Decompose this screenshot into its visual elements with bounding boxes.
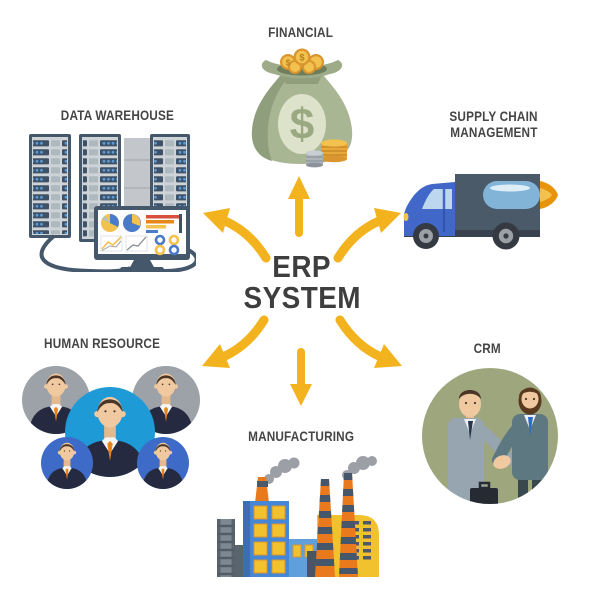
erp-line: ERP <box>272 249 332 284</box>
ladder-tower <box>217 519 235 577</box>
coin-dollar: $ <box>286 59 291 68</box>
delivery-truck-icon <box>403 174 558 250</box>
erp-system-title: ERP SYSTEM <box>192 251 412 313</box>
coin-dollar: $ <box>299 53 304 63</box>
node-data-warehouse: DATA WAREHOUSE <box>24 107 210 277</box>
server-rack-monitor-icon <box>29 134 196 272</box>
dashboard-donut-charts <box>154 234 180 256</box>
coin-stack-silver <box>306 150 323 168</box>
system-line: SYSTEM <box>243 280 361 315</box>
side-block <box>235 545 245 577</box>
arrowhead-up <box>288 176 310 199</box>
team-avatars-icon <box>22 366 200 489</box>
briefcase <box>470 488 498 504</box>
wheel <box>492 222 520 250</box>
small-chimney <box>255 477 269 503</box>
server-tower <box>29 134 71 238</box>
node-crm: CRM <box>402 340 572 510</box>
supply-chain-label: SUPPLY CHAIN MANAGEMENT <box>449 108 539 140</box>
avatar <box>41 437 93 489</box>
node-manufacturing: MANUFACTURING <box>216 428 386 588</box>
arrowhead-down <box>290 384 312 406</box>
coin-stack-gold <box>321 139 347 163</box>
dollar-sign: $ <box>290 100 314 149</box>
arrowhead-down-right <box>374 344 402 368</box>
arrow-down-right <box>335 315 386 362</box>
avatar <box>137 437 189 489</box>
bullet <box>483 181 558 209</box>
arrowhead-down-left <box>202 344 230 368</box>
truck-cab <box>403 182 455 236</box>
node-supply-chain: SUPPLY CHAIN MANAGEMENT <box>403 108 580 258</box>
money-bag-icon: $ $ $ <box>251 48 353 168</box>
businessman-left <box>448 390 514 504</box>
handshake-hands <box>493 455 511 469</box>
striped-chimney <box>315 479 335 577</box>
node-human-resource: HUMAN RESOURCE <box>17 335 200 525</box>
arrow-down-left <box>218 315 269 362</box>
bag-oval <box>278 94 326 154</box>
bag-shadow <box>251 76 288 161</box>
arrowhead-up-right <box>374 208 401 233</box>
human-resource-label: HUMAN RESOURCE <box>43 335 161 351</box>
blue-building <box>243 501 289 577</box>
smoke <box>264 456 377 484</box>
striped-chimney <box>339 473 358 577</box>
coins-on-top: $ $ <box>280 48 324 74</box>
manufacturing-label: MANUFACTURING <box>247 428 355 444</box>
crm-label: CRM <box>473 340 501 356</box>
wheel <box>413 223 439 249</box>
dashboard-line-charts <box>100 235 148 252</box>
dashboard-bar-chart <box>146 214 182 233</box>
data-warehouse-label: DATA WAREHOUSE <box>60 107 174 123</box>
chassis <box>404 230 540 237</box>
monitor <box>94 206 190 272</box>
dashboard-pie-chart <box>101 214 141 232</box>
headlight <box>403 213 409 221</box>
factory-icon <box>217 456 379 577</box>
handshake-icon <box>422 368 558 504</box>
node-financial: FINANCIAL $ $ $ <box>216 24 386 174</box>
financial-label: FINANCIAL <box>268 24 334 40</box>
